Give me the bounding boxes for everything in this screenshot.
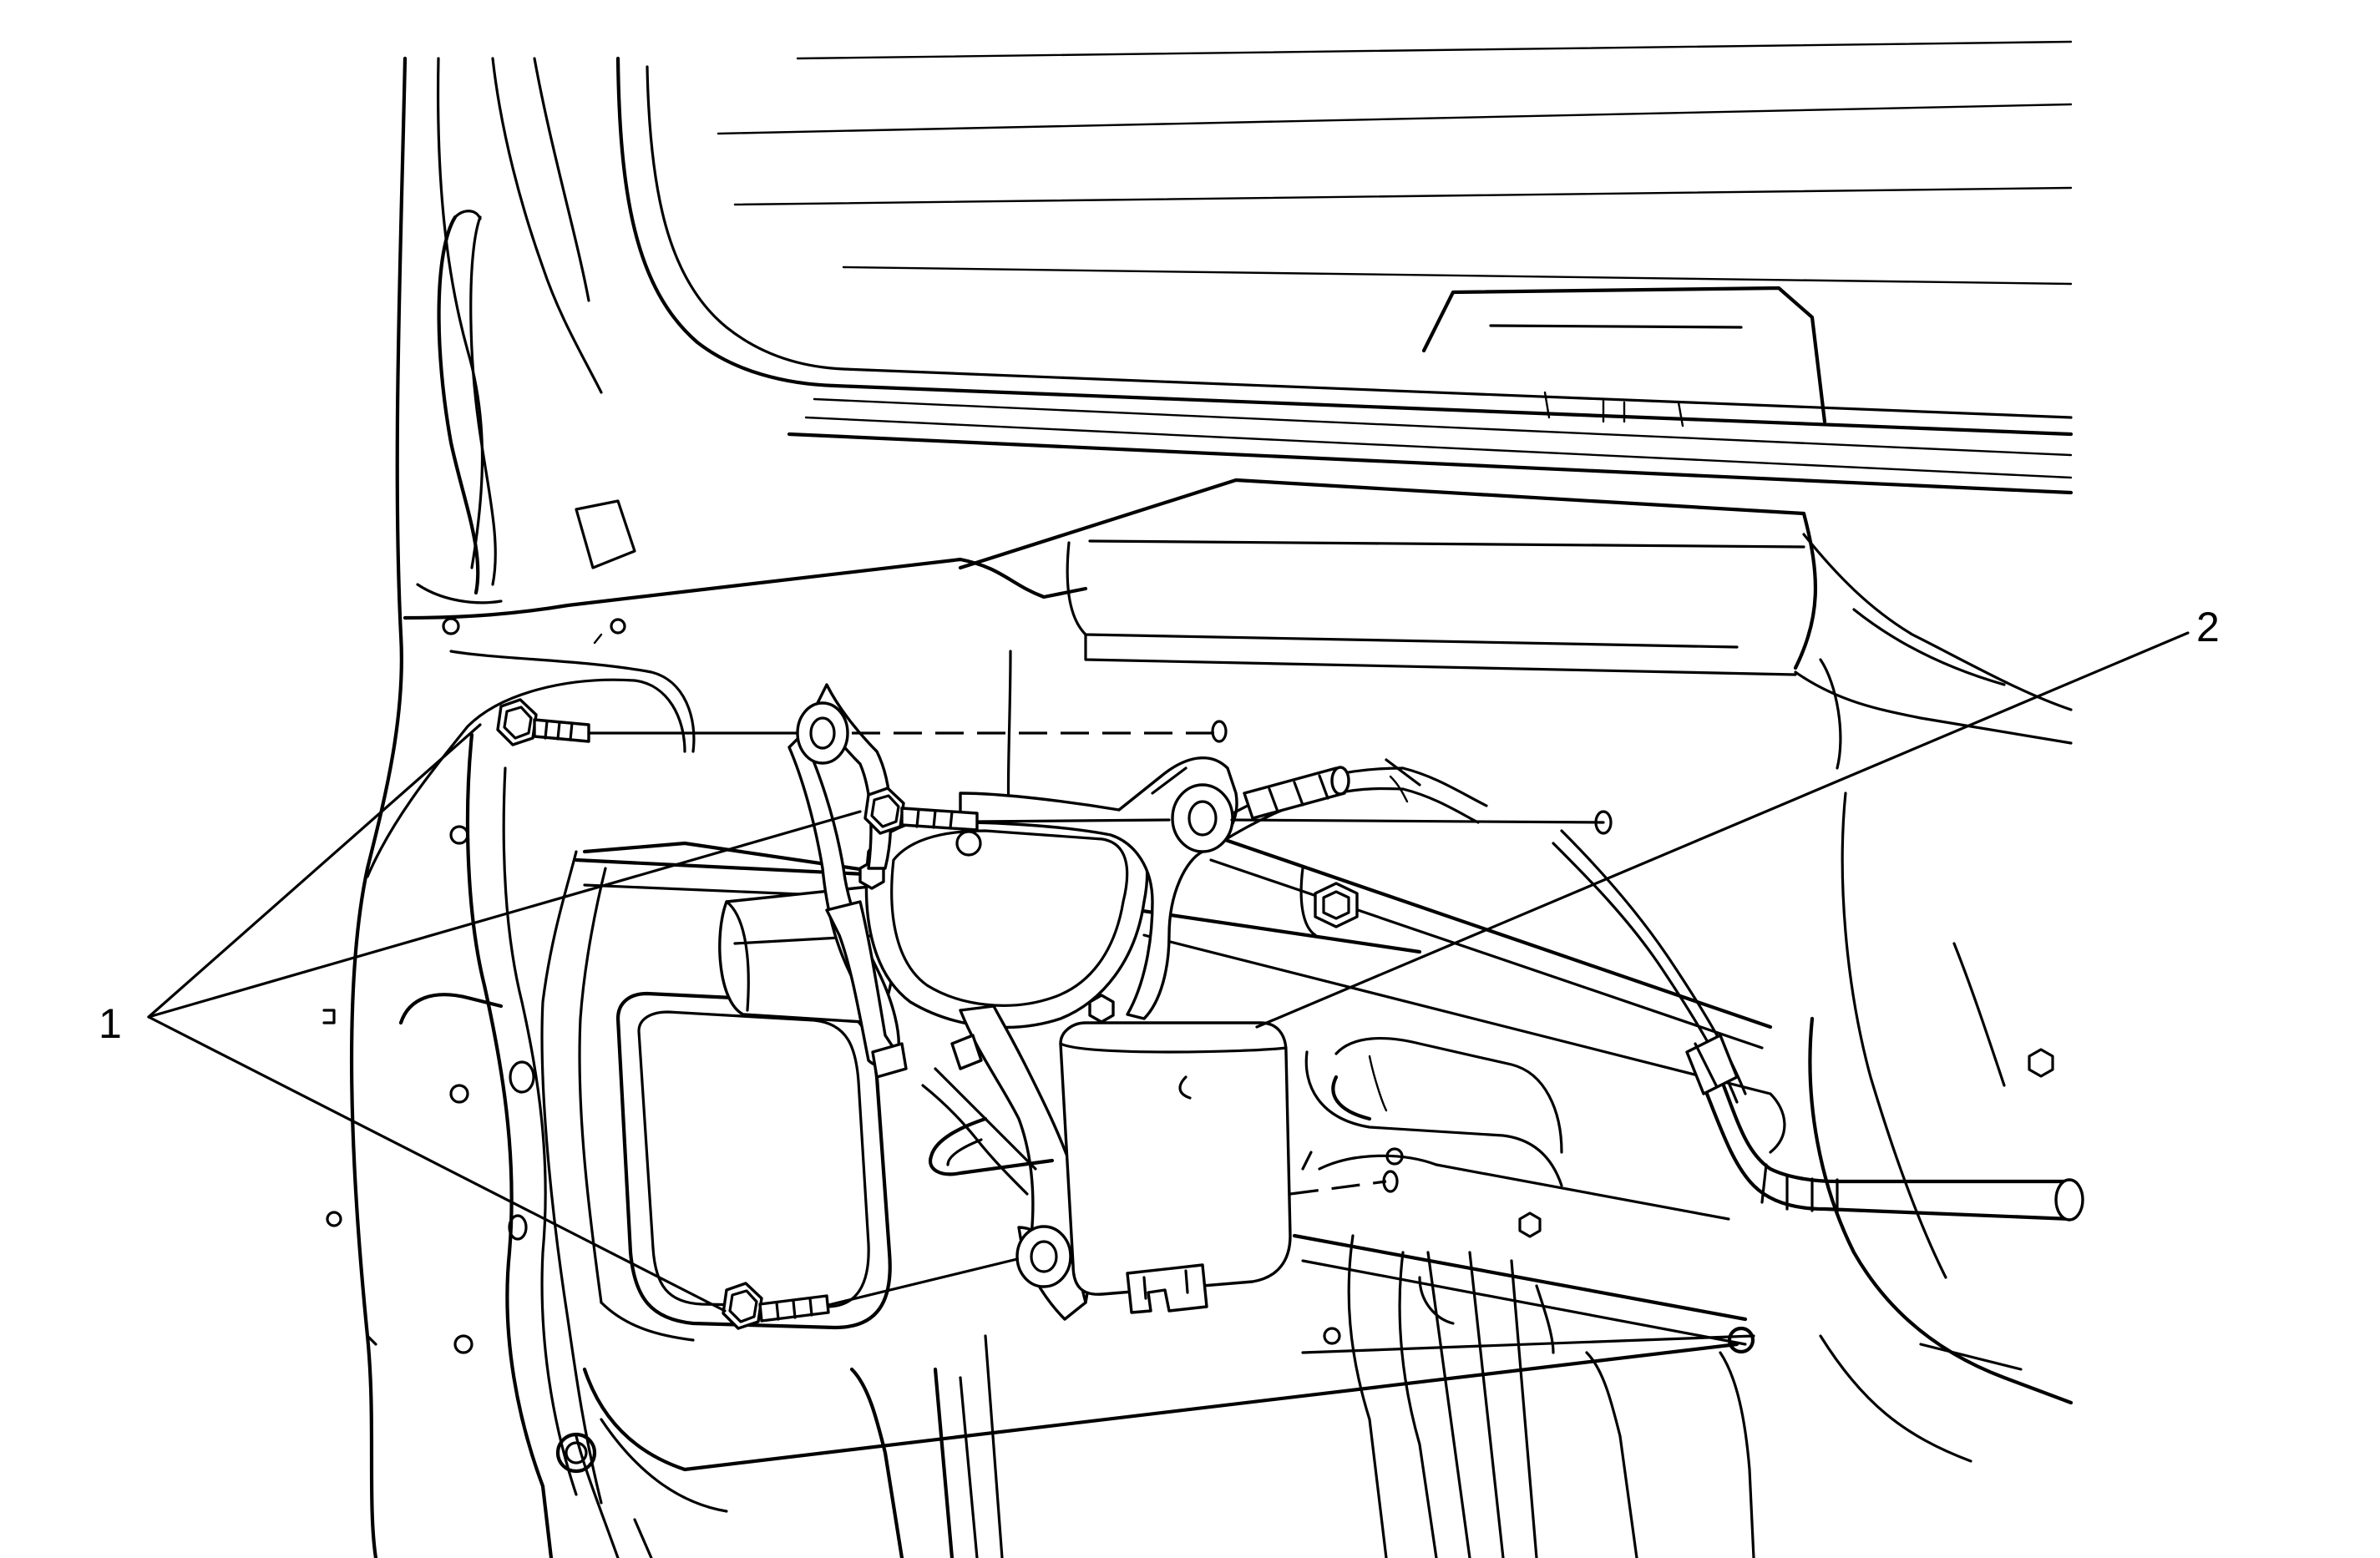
callout-1: 1 [99,1000,122,1047]
upper-trim-panel [958,478,2073,903]
wiper-control-module [1059,1021,1292,1314]
rear-window-glass [615,40,2074,495]
mounting-grommets [796,701,1234,1288]
cross-member-rail [574,832,1786,1558]
wiper-motor [718,683,1405,1321]
wiring-harness [1385,758,2084,1222]
bolt-lower-left [722,1282,830,1330]
liftgate-inner-panel [322,678,1739,1558]
brake-light-housing [1421,286,1827,427]
left-body-pillar [349,56,1088,1558]
alignment-lines [587,720,1613,1307]
bolt-upper-left [496,698,590,746]
leader-lines [147,631,2190,1313]
bolt-upper-center [863,787,979,835]
right-body-panel [1808,792,2074,1463]
callout-2: 2 [2196,604,2220,650]
